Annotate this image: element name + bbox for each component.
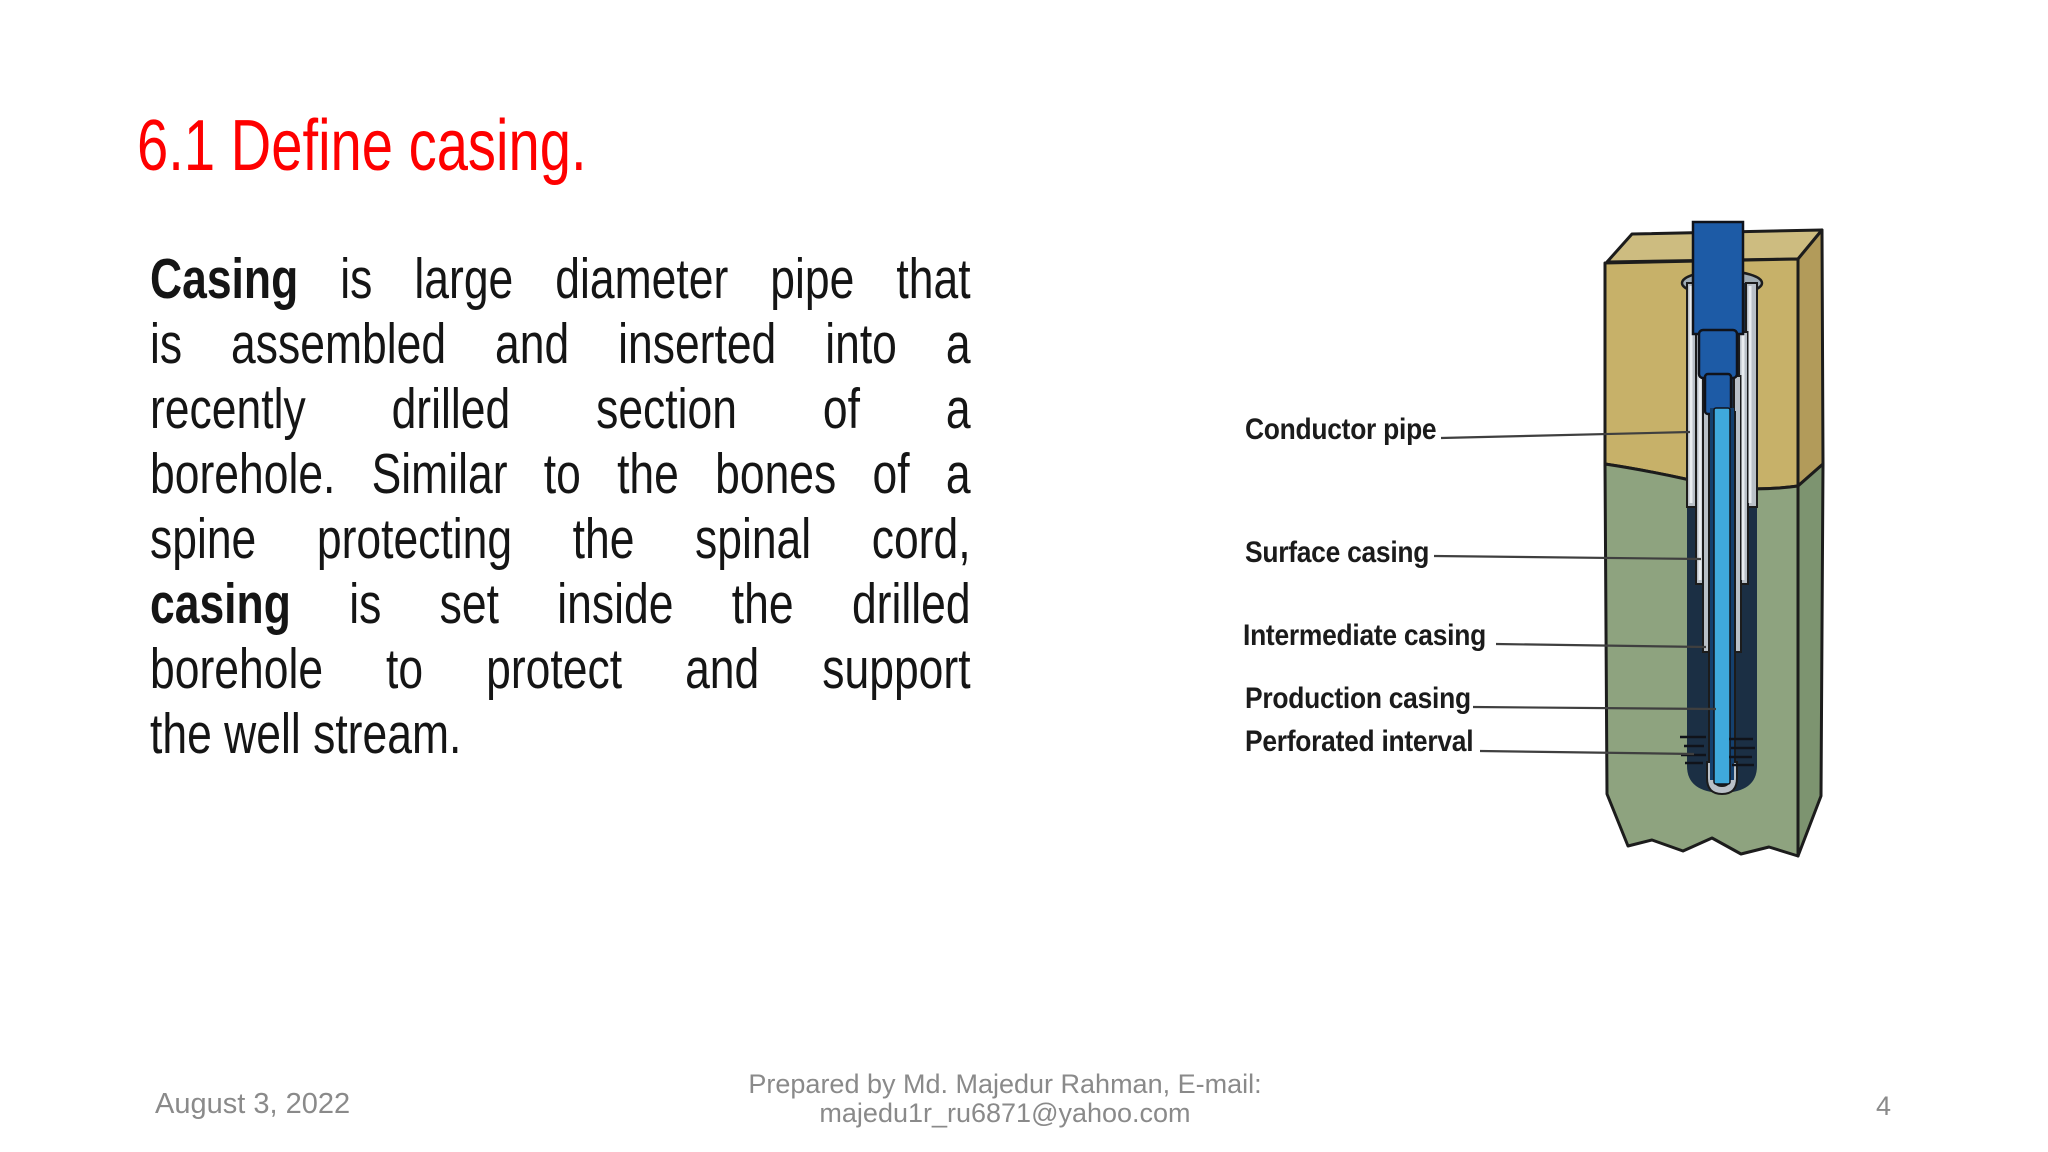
- body-text-segment: is assembled and inserted into a: [150, 312, 971, 376]
- body-text-bold-segment: casing: [150, 572, 291, 636]
- body-text-line: borehole to protect and support: [150, 637, 971, 702]
- leader-line-perforated-interval: [1479, 749, 1695, 756]
- diagram-label-intermediate-casing: Intermediate casing: [1243, 619, 1486, 652]
- leader-line-intermediate-casing: [1495, 642, 1707, 649]
- diagram-label-surface-casing: Surface casing: [1245, 536, 1430, 569]
- body-text-bold-segment: Casing: [150, 247, 299, 311]
- diagram-label-conductor-pipe: Conductor pipe: [1245, 413, 1437, 446]
- riser-pipe: [1691, 220, 1745, 336]
- soil-block-side-face-green: [1796, 462, 1825, 858]
- body-text-segment: the well stream.: [150, 702, 462, 766]
- perforations: [1680, 735, 1755, 767]
- body-text-line: recently drilled section of a: [150, 377, 971, 442]
- body-text-segment: spine protecting the spinal cord,: [150, 507, 971, 571]
- body-text-segment: is large diameter pipe that: [298, 247, 971, 311]
- diagram-label-production-casing: Production casing: [1245, 682, 1471, 715]
- slide-title: 6.1 Define casing.: [137, 106, 587, 186]
- body-text-segment: borehole to protect and support: [150, 637, 971, 701]
- body-text-segment: borehole. Similar to the bones of a: [150, 442, 971, 506]
- leader-line-conductor-pipe: [1440, 430, 1691, 440]
- body-text-segment: recently drilled section of a: [150, 377, 971, 441]
- footer-credit: Prepared by Md. Majedur Rahman, E-mail: …: [705, 1070, 1305, 1128]
- footer-credit-line1: Prepared by Md. Majedur Rahman, E-mail:: [748, 1069, 1262, 1099]
- body-text-line: spine protecting the spinal cord,: [150, 507, 971, 572]
- production-tubing: [1713, 407, 1731, 785]
- soil-block-side-face-tan: [1796, 228, 1825, 488]
- leader-line-production-casing: [1472, 705, 1717, 711]
- body-text-line: is assembled and inserted into a: [150, 312, 971, 377]
- body-text-line: Casing is large diameter pipe that: [150, 247, 971, 312]
- body-text-line: borehole. Similar to the bones of a: [150, 442, 971, 507]
- diagram-label-perforated-interval: Perforated interval: [1245, 725, 1474, 758]
- footer-page-number: 4: [1876, 1091, 1892, 1121]
- body-text-segment: is set inside the drilled: [290, 572, 971, 636]
- body-text-line: casing is set inside the drilled: [150, 572, 971, 637]
- well-casing-diagram: [1433, 220, 1825, 858]
- footer-credit-line2: majedu1r_ru6871@yahoo.com: [819, 1098, 1191, 1128]
- leader-line-surface-casing: [1433, 554, 1702, 561]
- casing-head-upper: [1697, 328, 1739, 380]
- footer-date: August 3, 2022: [155, 1088, 351, 1120]
- body-text-line: the well stream.: [150, 702, 971, 767]
